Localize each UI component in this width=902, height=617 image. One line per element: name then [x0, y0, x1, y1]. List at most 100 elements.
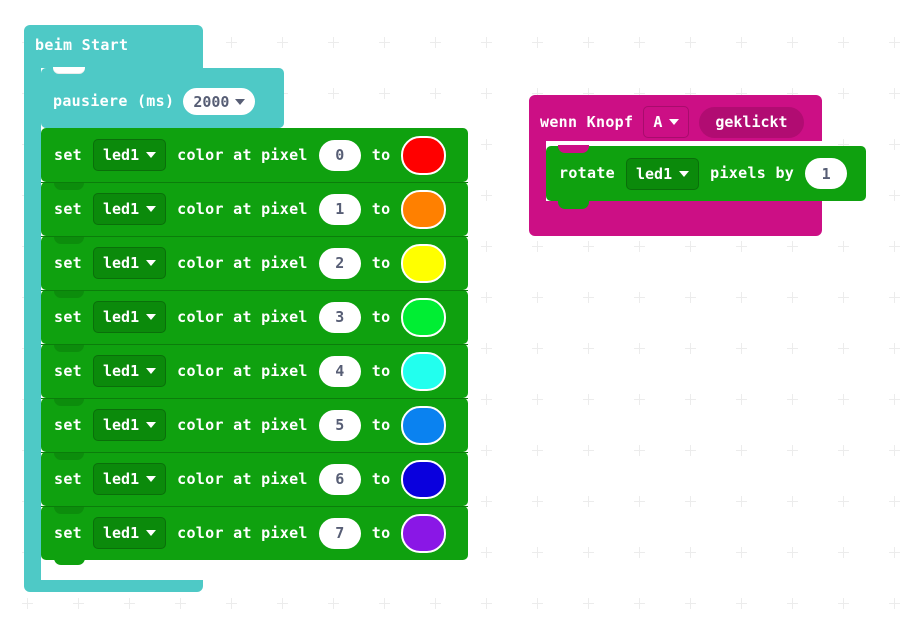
pixel-index-input[interactable]: 2 — [318, 247, 361, 279]
grid-cross — [889, 88, 900, 99]
grid-cross — [532, 292, 543, 303]
strip-name-dropdown[interactable]: led1 — [93, 409, 167, 441]
grid-cross — [634, 37, 645, 48]
set-prefix-label: set — [54, 199, 82, 218]
set-prefix-label: set — [54, 307, 82, 326]
grid-cross — [736, 445, 747, 456]
strip-name-dropdown[interactable]: led1 — [93, 517, 167, 549]
grid-cross — [583, 37, 594, 48]
block-pause[interactable]: pausiere (ms) 2000 — [41, 67, 284, 128]
strip-name-value: led1 — [103, 200, 140, 218]
set-to-label: to — [371, 523, 391, 542]
grid-cross — [634, 292, 645, 303]
color-swatch-indigo[interactable] — [401, 459, 447, 499]
grid-cross — [481, 139, 492, 150]
color-swatch-blue[interactable] — [401, 405, 447, 445]
pixel-index-input[interactable]: 7 — [318, 517, 361, 549]
rotate-strip-dropdown[interactable]: led1 — [626, 157, 700, 190]
grid-cross — [838, 292, 849, 303]
rotate-amount-input[interactable]: 1 — [805, 158, 848, 189]
block-top-notch — [54, 344, 84, 352]
color-swatch-yellow[interactable] — [401, 243, 447, 283]
grid-cross — [889, 547, 900, 558]
grid-cross — [532, 547, 543, 558]
grid-cross — [481, 394, 492, 405]
block-seam — [41, 452, 468, 453]
grid-cross — [889, 241, 900, 252]
block-top-notch — [54, 236, 84, 244]
grid-cross — [430, 88, 441, 99]
grid-cross — [736, 343, 747, 354]
grid-cross — [787, 343, 798, 354]
grid-cross — [889, 445, 900, 456]
grid-cross — [328, 598, 339, 609]
grid-cross — [481, 343, 492, 354]
color-swatch-red[interactable] — [401, 135, 447, 175]
pixel-index-input[interactable]: 0 — [318, 139, 361, 171]
button-name-dropdown[interactable]: A — [643, 106, 690, 138]
grid-cross — [838, 343, 849, 354]
pause-top-notch — [53, 67, 85, 74]
grid-cross — [481, 88, 492, 99]
grid-cross — [736, 292, 747, 303]
pixel-index-input[interactable]: 5 — [318, 409, 361, 441]
grid-cross — [634, 343, 645, 354]
chevron-down-icon — [146, 368, 157, 374]
pixel-index-input[interactable]: 6 — [318, 463, 361, 495]
color-swatch-violet[interactable] — [401, 513, 447, 553]
grid-cross — [583, 292, 594, 303]
strip-name-dropdown[interactable]: led1 — [93, 355, 167, 387]
grid-cross — [736, 37, 747, 48]
grid-cross — [787, 394, 798, 405]
grid-cross — [889, 598, 900, 609]
set-prefix-label: set — [54, 145, 82, 164]
grid-cross — [583, 394, 594, 405]
grid-cross — [889, 343, 900, 354]
strip-name-dropdown[interactable]: led1 — [93, 301, 167, 333]
grid-cross — [685, 292, 696, 303]
block-top-notch — [54, 182, 84, 190]
rotate-row: rotate led1 pixels by 1 — [559, 146, 848, 201]
color-swatch-orange[interactable] — [401, 189, 447, 229]
grid-cross — [736, 496, 747, 507]
block-top-notch — [54, 290, 84, 298]
set-middle-label: color at pixel — [177, 523, 308, 542]
strip-name-dropdown[interactable]: led1 — [93, 193, 167, 225]
block-top-notch — [54, 506, 84, 514]
grid-cross — [481, 37, 492, 48]
grid-cross — [685, 241, 696, 252]
color-swatch-green[interactable] — [401, 297, 447, 337]
pixel-index-input[interactable]: 1 — [318, 193, 361, 225]
pause-value-dropdown[interactable]: 2000 — [183, 88, 256, 115]
color-swatch-cyan[interactable] — [401, 351, 447, 391]
rotate-strip-value: led1 — [636, 164, 673, 183]
block-rotate-pixels[interactable]: rotate led1 pixels by 1 — [546, 145, 866, 209]
strip-name-dropdown[interactable]: led1 — [93, 139, 167, 171]
set-to-label: to — [371, 469, 391, 488]
grid-cross — [685, 445, 696, 456]
grid-cross — [277, 598, 288, 609]
pixel-index-input[interactable]: 3 — [318, 301, 361, 333]
grid-cross — [634, 394, 645, 405]
grid-cross — [532, 496, 543, 507]
grid-cross — [787, 496, 798, 507]
grid-cross — [481, 547, 492, 558]
grid-cross — [379, 88, 390, 99]
strip-name-dropdown[interactable]: led1 — [93, 247, 167, 279]
pixel-index-input[interactable]: 4 — [318, 355, 361, 387]
chevron-down-icon — [235, 98, 246, 105]
grid-cross — [532, 598, 543, 609]
set-middle-label: color at pixel — [177, 253, 308, 272]
strip-name-dropdown[interactable]: led1 — [93, 463, 167, 495]
